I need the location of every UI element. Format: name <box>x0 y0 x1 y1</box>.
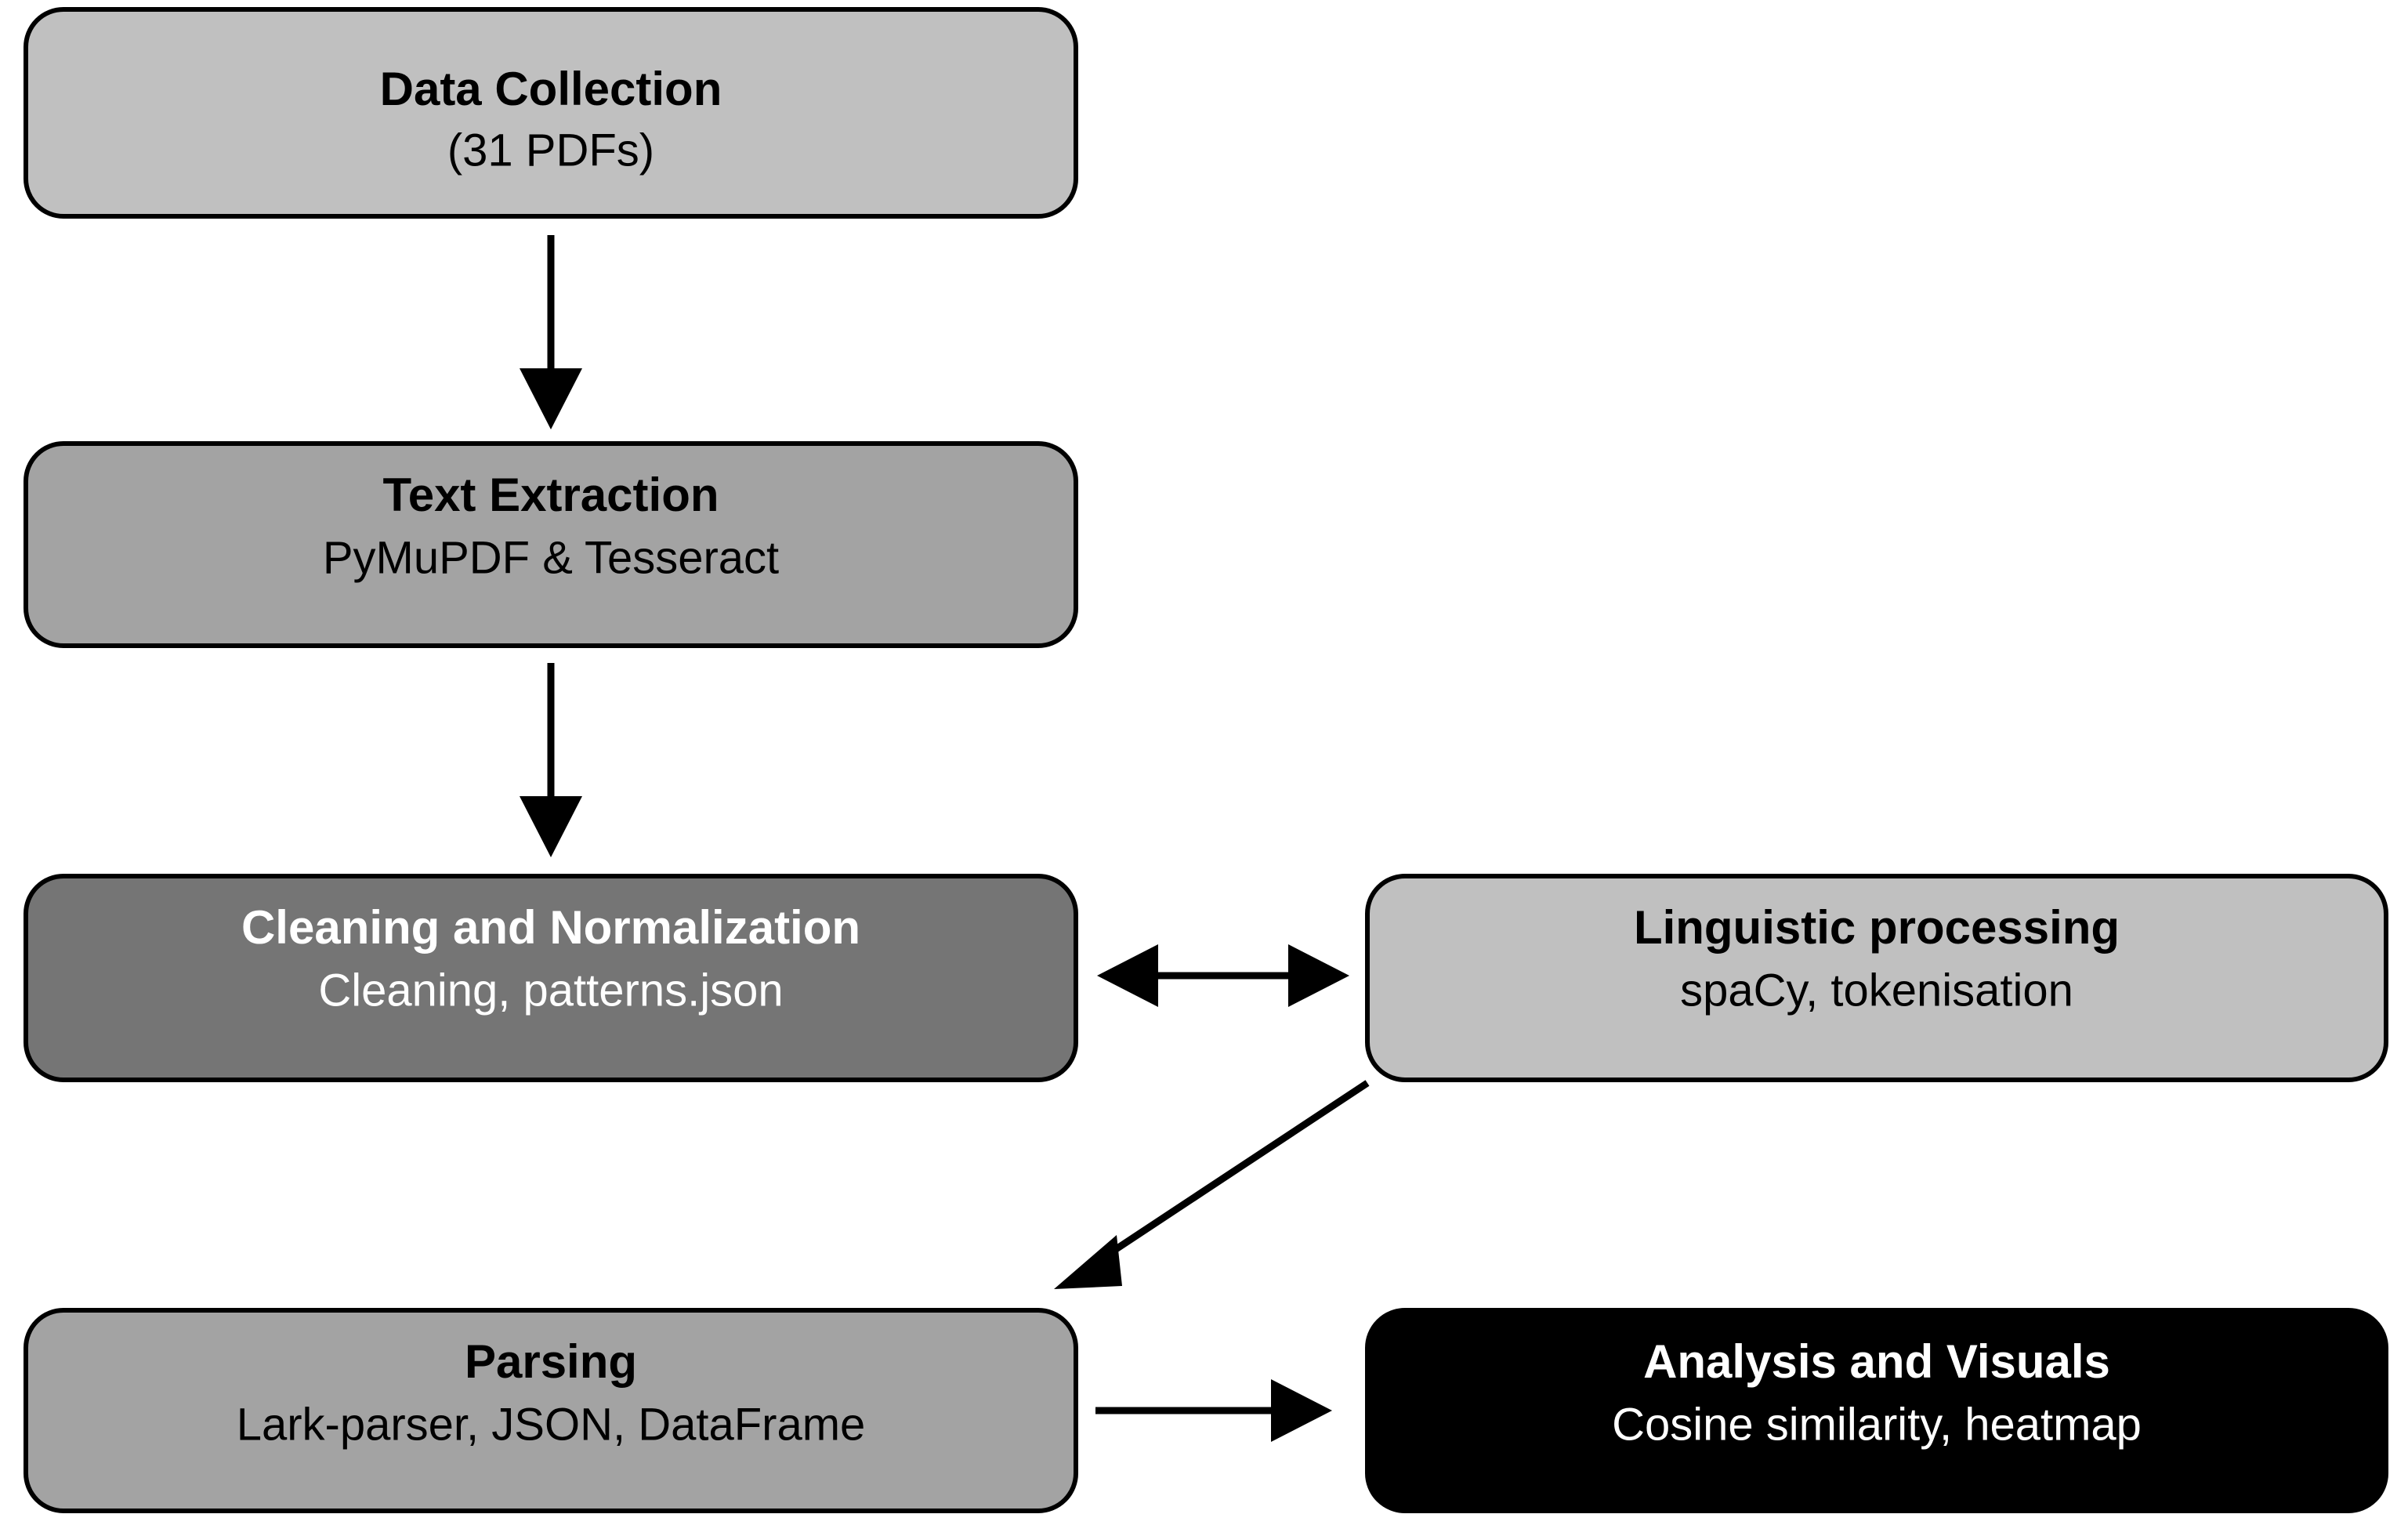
node-analysis-visuals-subtitle: Cosine similarity, heatmap <box>1612 1399 2142 1450</box>
node-analysis-visuals-box <box>1365 1308 2388 1513</box>
node-analysis-visuals-title: Analysis and Visuals <box>1643 1335 2110 1388</box>
edge-collection-to-extraction <box>520 235 582 429</box>
node-cleaning-normalization-box <box>24 874 1078 1082</box>
node-data-collection-title: Data Collection <box>380 63 722 115</box>
arrow-head-down-icon <box>520 368 582 429</box>
node-text-extraction-box <box>24 441 1078 648</box>
node-cleaning-normalization[interactable]: Cleaning and Normalization Cleaning, pat… <box>24 874 1078 1082</box>
node-data-collection-subtitle: (31 PDFs) <box>447 125 654 176</box>
arrow-head-right-icon <box>1271 1379 1332 1442</box>
node-parsing-box <box>24 1308 1078 1513</box>
node-parsing[interactable]: Parsing Lark-parser, JSON, DataFrame <box>24 1308 1078 1513</box>
edge-linguistic-to-parsing-line <box>1095 1080 1370 1265</box>
node-text-extraction-title: Text Extraction <box>383 469 719 521</box>
node-linguistic-processing-subtitle: spaCy, tokenisation <box>1680 965 2073 1016</box>
edge-linguistic-to-parsing <box>1054 1080 1370 1289</box>
edge-parsing-to-analysis <box>1095 1379 1332 1442</box>
arrow-head-down-icon <box>520 796 582 857</box>
node-linguistic-processing[interactable]: Linguistic processing spaCy, tokenisatio… <box>1365 874 2388 1082</box>
node-data-collection[interactable]: Data Collection (31 PDFs) <box>24 7 1078 219</box>
node-parsing-title: Parsing <box>465 1335 637 1388</box>
node-cleaning-normalization-title: Cleaning and Normalization <box>241 901 860 954</box>
node-text-extraction-subtitle: PyMuPDF & Tesseract <box>323 532 779 583</box>
node-cleaning-normalization-subtitle: Cleaning, patterns.json <box>318 965 783 1016</box>
node-data-collection-box <box>24 7 1078 219</box>
arrow-head-left-icon <box>1097 944 1158 1007</box>
edge-extraction-to-cleaning <box>520 663 582 857</box>
node-analysis-visuals[interactable]: Analysis and Visuals Cosine similarity, … <box>1365 1308 2388 1513</box>
node-parsing-subtitle: Lark-parser, JSON, DataFrame <box>237 1399 866 1450</box>
arrow-head-diagonal-icon <box>1054 1235 1122 1289</box>
node-linguistic-processing-title: Linguistic processing <box>1634 901 2120 954</box>
edge-cleaning-linguistic <box>1097 944 1349 1007</box>
node-linguistic-processing-box <box>1365 874 2388 1082</box>
node-text-extraction[interactable]: Text Extraction PyMuPDF & Tesseract <box>24 441 1078 648</box>
arrow-head-right-icon <box>1288 944 1349 1007</box>
